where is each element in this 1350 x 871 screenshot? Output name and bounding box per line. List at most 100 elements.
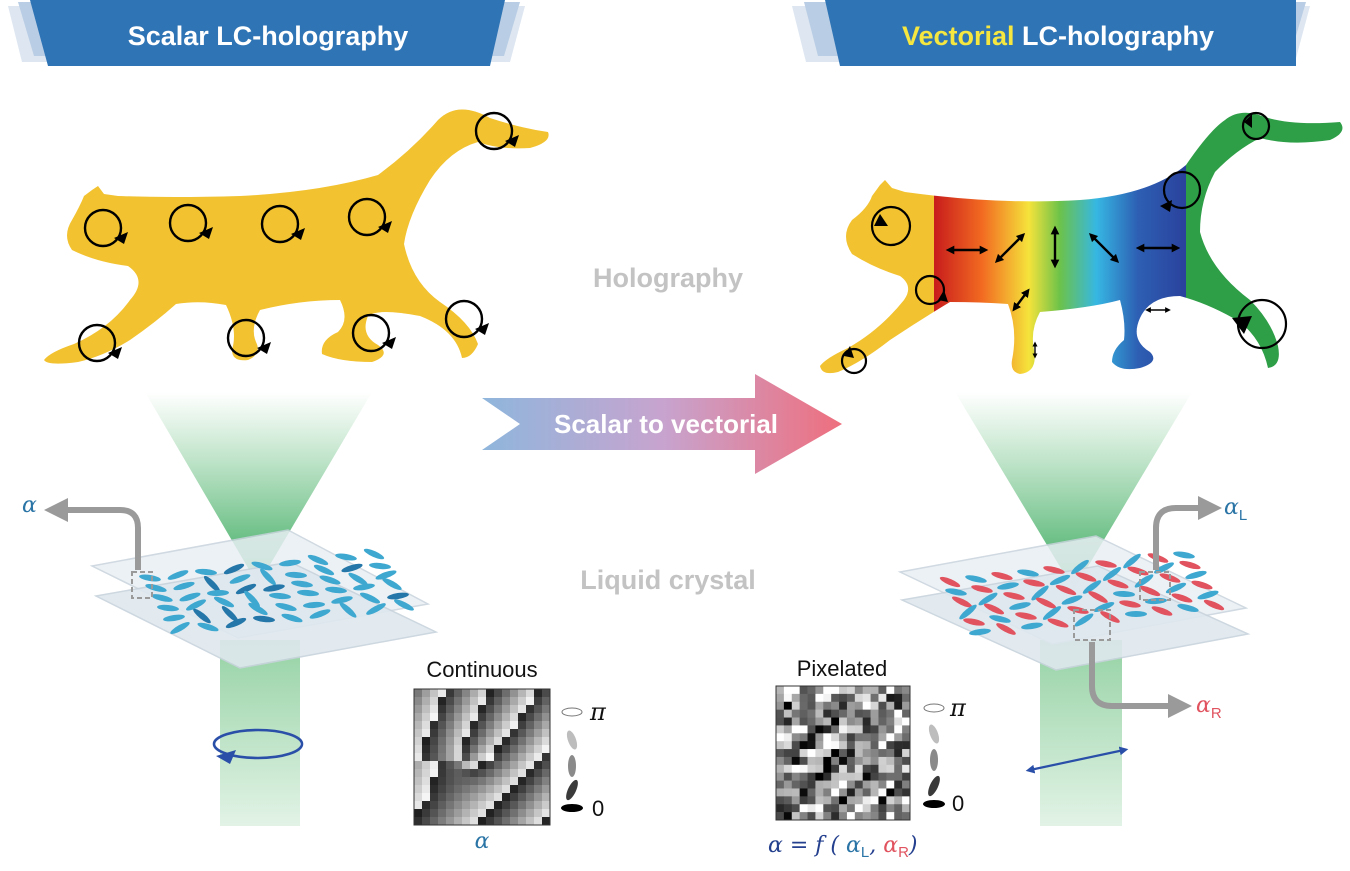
map-pixel (815, 772, 824, 781)
map-pixel (783, 764, 793, 774)
map-pixel (422, 737, 431, 746)
map-pixel (478, 689, 487, 698)
map-pixel (430, 737, 439, 746)
map-pixel (854, 764, 864, 774)
map-pixel (854, 709, 864, 718)
map-pixel (414, 721, 423, 730)
map-pixel (862, 701, 871, 710)
lc-molecule (145, 583, 167, 593)
lc-molecule (235, 583, 257, 595)
map-pixel (791, 780, 800, 789)
map-pixel (815, 812, 824, 821)
map-pixel (422, 753, 431, 762)
lc-molecule (1009, 602, 1031, 610)
map-pixel (839, 686, 848, 695)
map-pixel (446, 697, 455, 706)
map-pixel (815, 733, 824, 742)
map-pixel (446, 801, 455, 810)
map-pixel (510, 761, 519, 770)
map-pixel (854, 686, 864, 695)
map-pixel (823, 733, 832, 742)
map-pixel (791, 804, 800, 813)
map-pixel (831, 725, 840, 734)
map-pixel (799, 709, 808, 718)
map-pixel (430, 713, 439, 722)
map-pixel (831, 749, 840, 758)
map-pixel (510, 817, 519, 826)
map-pixel (446, 785, 455, 794)
map-pixel (486, 817, 495, 826)
lc-molecule (991, 571, 1013, 581)
map-pixel (486, 713, 495, 722)
lc-molecule (1035, 597, 1057, 609)
map-pixel (494, 753, 503, 762)
map-pixel (486, 801, 495, 810)
map-pixel (886, 764, 895, 774)
lc-molecule (1171, 593, 1193, 603)
map-pixel (878, 709, 887, 718)
map-pixel (823, 756, 832, 766)
map-pixel (414, 801, 423, 810)
map-pixel (486, 745, 495, 754)
map-pixel (862, 796, 871, 805)
map-pixel (870, 693, 879, 703)
map-pixel (831, 709, 840, 718)
lc-molecule (939, 576, 961, 588)
map-pixel (846, 693, 856, 703)
map-pixel (414, 745, 423, 754)
map-pixel (454, 705, 463, 714)
map-pixel (510, 713, 519, 722)
right-R-pixel-highlight-box (1073, 609, 1111, 641)
map-pixel (542, 705, 551, 714)
lc-molecule (1119, 600, 1141, 608)
map-pixel (438, 809, 447, 818)
circular-polarization-icon (444, 299, 484, 339)
left-cat (44, 109, 549, 364)
lc-molecule (179, 592, 201, 602)
map-pixel (831, 756, 840, 766)
map-pixel (839, 749, 848, 758)
map-pixel (518, 729, 527, 738)
map-pixel (815, 709, 824, 718)
lc-molecule (1023, 579, 1045, 587)
scalar-to-vectorial-arrow: Scalar to vectorial (482, 374, 842, 474)
map-pixel (502, 697, 511, 706)
map-pixel (478, 737, 487, 746)
lc-molecule (1071, 559, 1089, 575)
map-pixel (886, 756, 895, 766)
map-pixel (462, 817, 471, 826)
map-pixel (886, 686, 895, 695)
circular-polarization-ring-icon (212, 728, 304, 760)
map-pixel (894, 709, 903, 718)
map-pixel (454, 769, 463, 778)
map-pixel (902, 686, 911, 695)
map-pixel (510, 785, 519, 794)
lc-molecule (1173, 551, 1195, 559)
map-pixel (894, 756, 903, 766)
map-pixel (776, 693, 785, 703)
map-pixel (894, 804, 903, 813)
map-pixel (462, 737, 471, 746)
map-pixel (470, 801, 479, 810)
map-pixel (894, 780, 903, 789)
map-pixel (854, 733, 864, 742)
lc-molecule (1151, 606, 1173, 616)
map-pixel (422, 761, 431, 770)
map-pixel (783, 686, 793, 695)
lc-molecule (1049, 574, 1071, 586)
lc-molecule (1021, 622, 1043, 630)
map-pixel (846, 756, 856, 766)
map-pixel (446, 809, 455, 818)
lc-molecule (1203, 599, 1225, 611)
map-pixel (886, 780, 895, 789)
map-pixel (494, 769, 503, 778)
map-pixel (791, 772, 800, 781)
map-pixel (478, 745, 487, 754)
map-pixel (783, 780, 793, 789)
map-pixel (791, 693, 800, 703)
map-pixel (494, 777, 503, 786)
lc-molecule (1107, 579, 1129, 589)
map-pixel (502, 777, 511, 786)
map-pixel (854, 693, 864, 703)
map-pixel (446, 721, 455, 730)
